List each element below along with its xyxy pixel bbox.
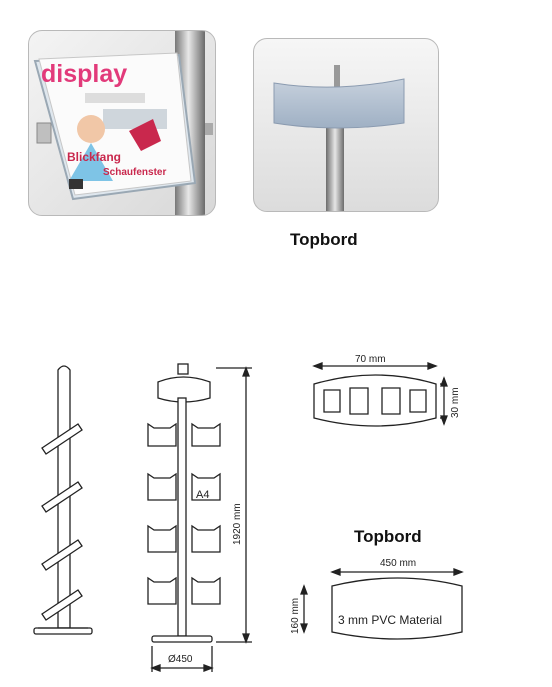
sign-material-label: 3 mm PVC Material bbox=[338, 613, 442, 627]
front-view bbox=[147, 363, 252, 672]
magazine-title: display bbox=[41, 60, 127, 88]
cover-line-2: Schaufenster bbox=[103, 167, 166, 178]
profile-height-label: 30 mm bbox=[450, 387, 461, 418]
height-dimension-label: 1920 mm bbox=[232, 503, 243, 545]
profile-width-label: 70 mm bbox=[355, 354, 386, 365]
base-diameter-label: Ø450 bbox=[168, 654, 193, 665]
sign-height-label: 160 mm bbox=[290, 598, 301, 634]
photo-topbord-sign bbox=[253, 38, 439, 212]
sign-width-label: 450 mm bbox=[380, 558, 416, 569]
sign-panel bbox=[300, 568, 464, 640]
side-view bbox=[33, 365, 93, 635]
topbord-illustration bbox=[273, 65, 405, 211]
brochure-holder-illustration: display Blickfang Schaufenster bbox=[33, 31, 213, 215]
topbord-sign bbox=[273, 78, 405, 129]
profile-section bbox=[312, 362, 448, 427]
pole bbox=[326, 119, 344, 211]
side-shelf bbox=[41, 423, 83, 621]
heading-topbord-lower: Topbord bbox=[354, 527, 422, 546]
cover-line-1: Blickfang bbox=[67, 150, 121, 164]
a4-label: A4 bbox=[196, 489, 209, 501]
heading-topbord-upper: Topbord bbox=[290, 230, 358, 249]
photo-brochure-holder: display Blickfang Schaufenster bbox=[28, 30, 216, 216]
pocket-grid bbox=[147, 422, 221, 605]
